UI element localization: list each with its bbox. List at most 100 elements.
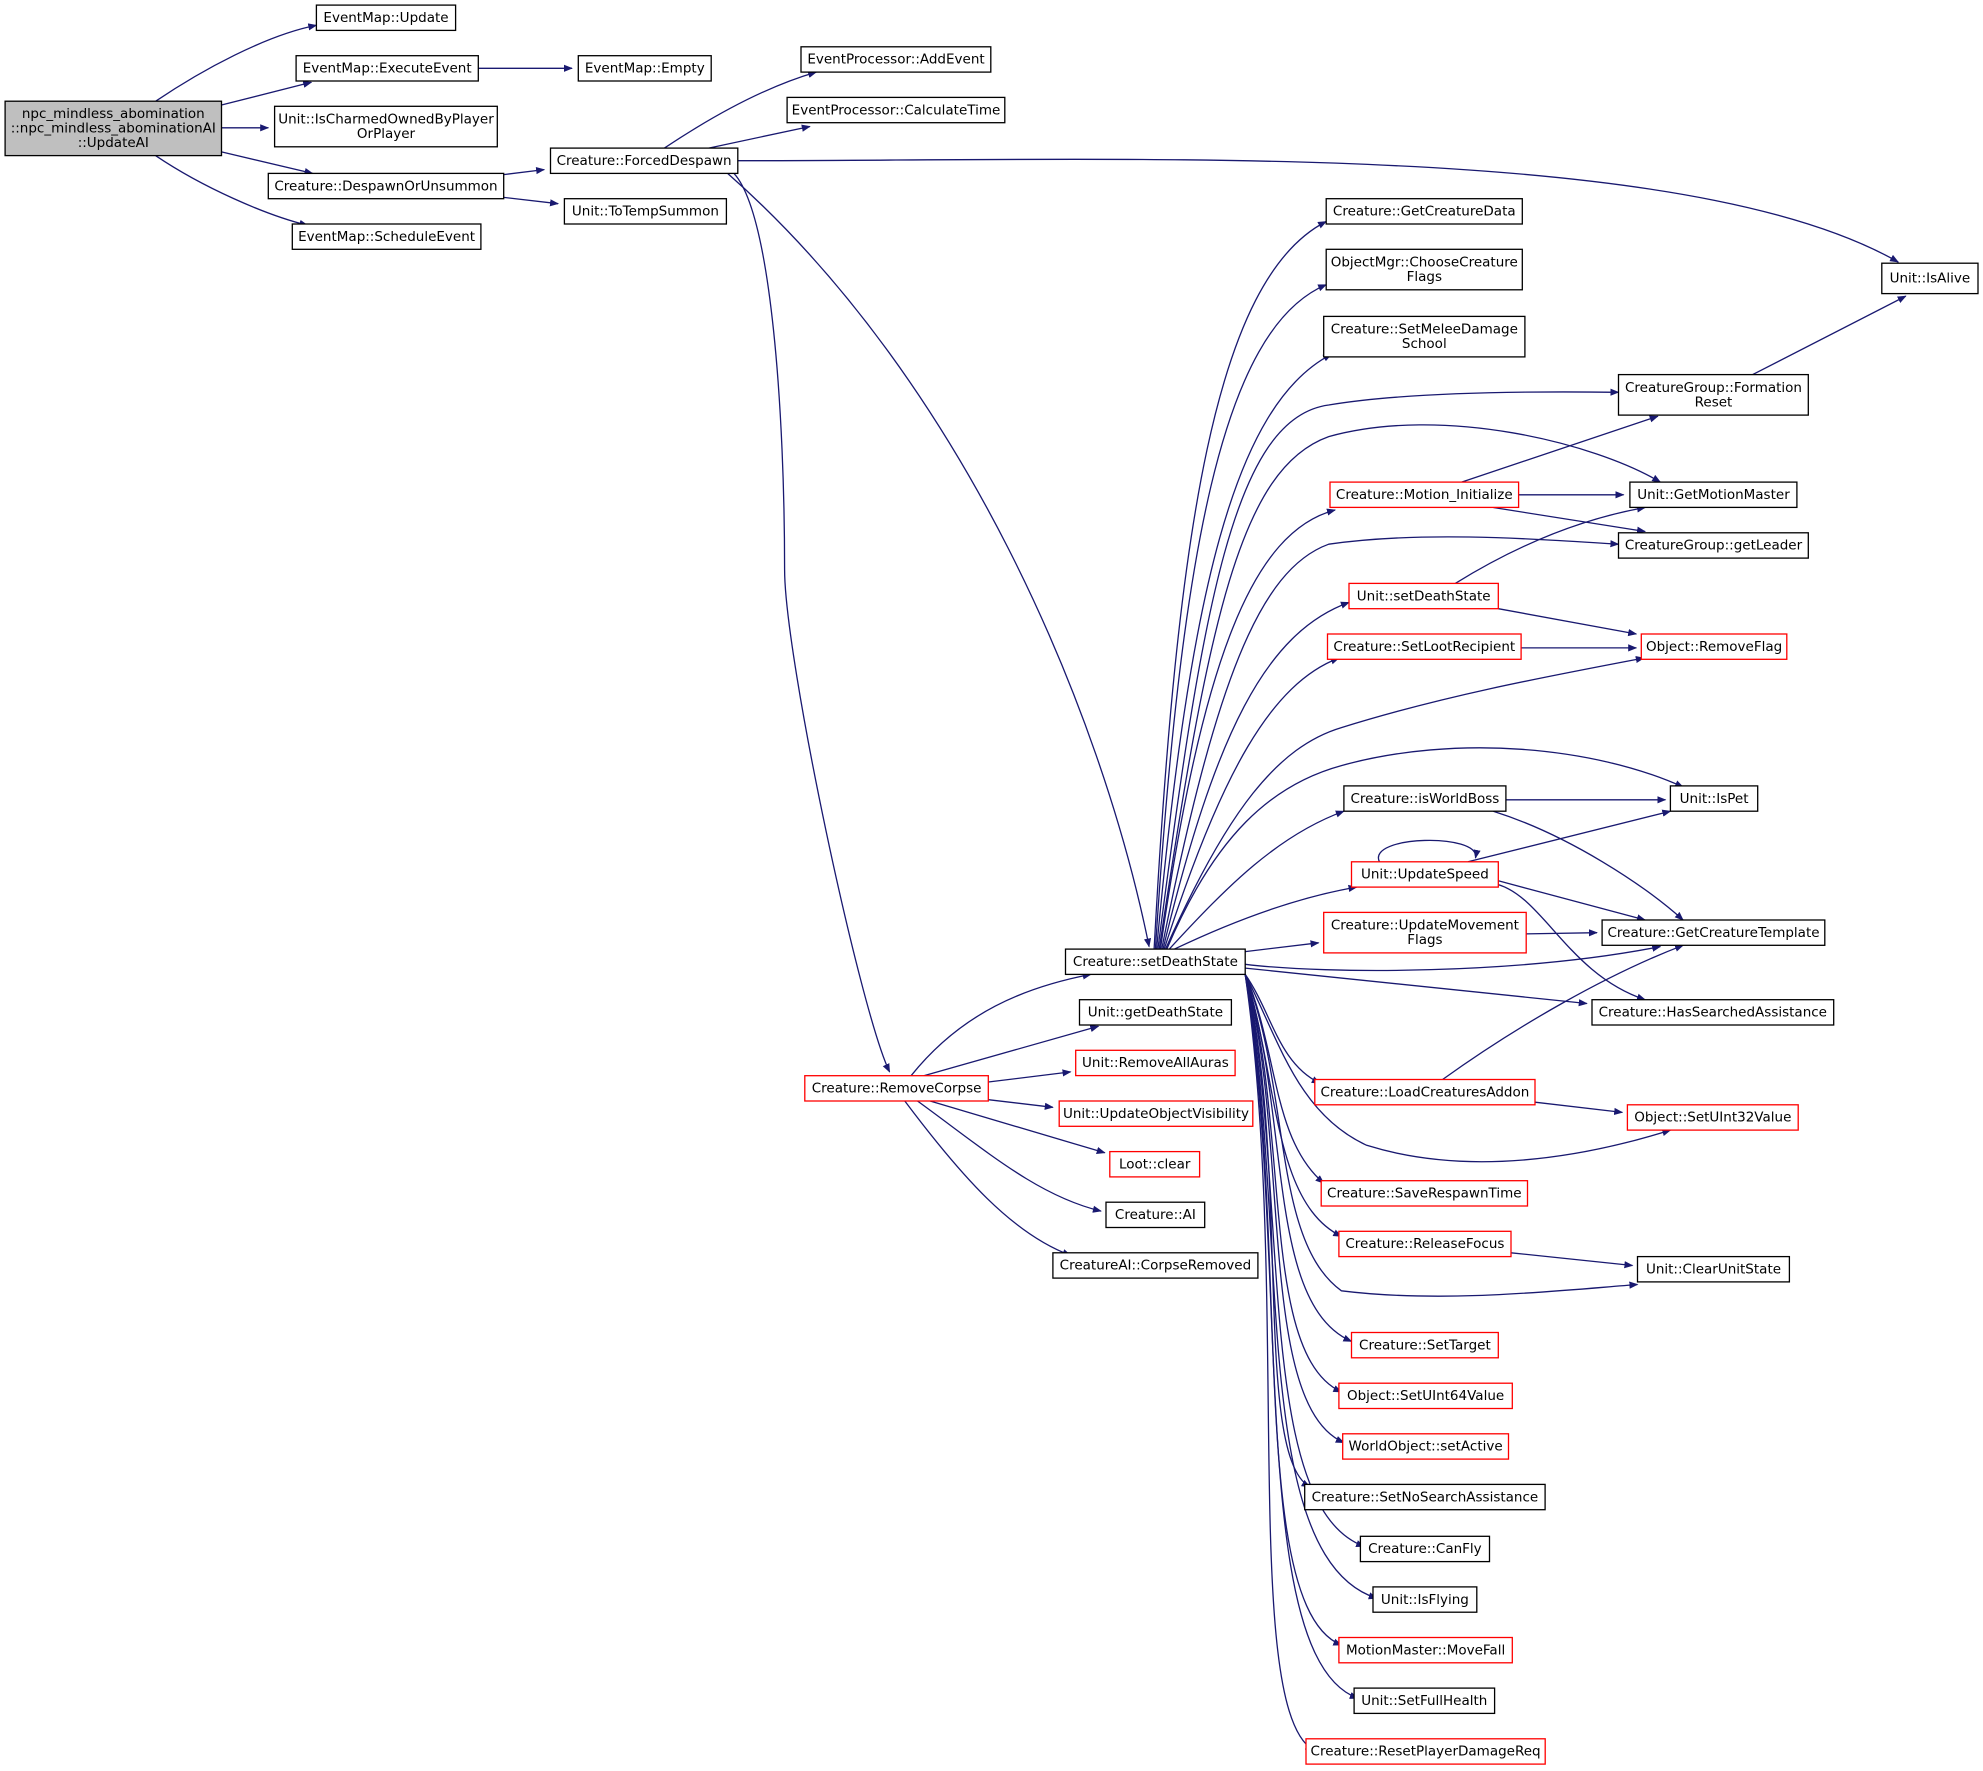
node-c-getdata[interactable]: Creature::GetCreatureData (1325, 198, 1523, 225)
node-label-line: CreatureAI::CorpseRemoved (1060, 1258, 1251, 1274)
node-u-setfullhealth[interactable]: Unit::SetFullHealth (1353, 1687, 1496, 1715)
node-c-ai[interactable]: Creature::AI (1105, 1201, 1206, 1229)
edge-c_despawn-to-c_forced (503, 167, 546, 176)
node-label-line: EventMap::ScheduleEvent (298, 229, 475, 245)
node-box (1105, 1201, 1206, 1229)
node-u-ispet[interactable]: Unit::IsPet (1669, 785, 1759, 812)
edge-c_forced-to-c_setdeath (727, 172, 1152, 948)
node-label-line: Flags (1407, 932, 1442, 948)
node-cai-corpse[interactable]: CreatureAI::CorpseRemoved (1052, 1252, 1259, 1279)
edge-c_despawn-to-u_totemp (503, 196, 559, 207)
node-c-gettemplate[interactable]: Creature::GetCreatureTemplate (1601, 919, 1826, 946)
edge-cg_formreset-to-u_isalive (1752, 295, 1907, 376)
edge-c_setdeath-to-u_updspeed (1174, 884, 1358, 950)
node-label-line: Creature::ResetPlayerDamageReq (1311, 1744, 1541, 1760)
node-u-updspeed[interactable]: Unit::UpdateSpeed (1350, 861, 1499, 888)
edge-c_setdeath-to-wo_setactive (1244, 974, 1345, 1444)
edge-root-to-em_update (155, 23, 318, 102)
node-label-line: Creature::AI (1115, 1207, 1196, 1223)
node-em-update[interactable]: EventMap::Update (315, 4, 457, 32)
node-cg-getleader[interactable]: CreatureGroup::getLeader (1617, 532, 1809, 559)
edge-u_updspeed-to-u_updspeed (1377, 839, 1481, 863)
node-mm-movefall[interactable]: MotionMaster::MoveFall (1338, 1636, 1513, 1664)
node-u-updvis[interactable]: Unit::UpdateObjectVisibility (1058, 1100, 1254, 1127)
node-c-motion[interactable]: Creature::Motion_Initialize (1329, 481, 1520, 509)
node-label-line: Creature::DespawnOrUnsummon (274, 178, 497, 194)
node-u-getdeath[interactable]: Unit::getDeathState (1078, 999, 1233, 1026)
node-root[interactable]: npc_mindless_abomination::npc_mindless_a… (4, 100, 223, 157)
edge-root-to-em_schedule (155, 155, 309, 227)
edge-c_removecorpse-to-c_setdeath (910, 972, 1092, 1077)
node-ep-calc[interactable]: EventProcessor::CalculateTime (786, 96, 1006, 124)
node-c-resetdmg[interactable]: Creature::ResetPlayerDamageReq (1305, 1738, 1546, 1765)
node-c-releasefocus[interactable]: Creature::ReleaseFocus (1338, 1230, 1512, 1258)
edge-u_updspeed-to-c_gettemplate (1498, 880, 1646, 922)
node-c-canfly[interactable]: Creature::CanFly (1359, 1535, 1491, 1563)
node-wo-setactive[interactable]: WorldObject::setActive (1342, 1433, 1510, 1460)
node-label-line: Creature::Motion_Initialize (1336, 487, 1513, 503)
node-c-setnosearch[interactable]: Creature::SetNoSearchAssistance (1304, 1483, 1546, 1511)
node-c-saverespawn[interactable]: Creature::SaveRespawnTime (1320, 1180, 1529, 1207)
node-box (1314, 1078, 1536, 1106)
node-em-schedule[interactable]: EventMap::ScheduleEvent (291, 223, 482, 250)
edge-c_removecorpse-to-cai_corpse (904, 1100, 1072, 1257)
node-o-setuint32[interactable]: Object::SetUInt32Value (1626, 1104, 1799, 1131)
node-label-line: EventMap::Update (323, 10, 448, 26)
call-edges (155, 23, 1907, 1751)
node-box (1881, 262, 1979, 295)
node-label-line: Creature::LoadCreaturesAddon (1320, 1084, 1529, 1100)
node-label-line: EventMap::ExecuteEvent (303, 61, 472, 77)
node-box (291, 223, 482, 250)
node-box (1075, 1049, 1236, 1077)
node-label-line: EventProcessor::CalculateTime (792, 102, 1001, 118)
node-box (1342, 1433, 1510, 1460)
node-o-setuint64[interactable]: Object::SetUInt64Value (1338, 1382, 1513, 1410)
node-em-empty[interactable]: EventMap::Empty (577, 55, 712, 82)
edge-c_worldboss-to-c_gettemplate (1493, 810, 1684, 921)
node-u-isalive[interactable]: Unit::IsAlive (1881, 262, 1979, 295)
node-box (315, 4, 457, 32)
node-box (1350, 1331, 1499, 1359)
node-c-removecorpse[interactable]: Creature::RemoveCorpse (804, 1075, 989, 1102)
node-box (1626, 1104, 1799, 1131)
node-box (1338, 1636, 1513, 1664)
node-em-execute[interactable]: EventMap::ExecuteEvent (295, 55, 479, 82)
node-u-removeauras[interactable]: Unit::RemoveAllAuras (1075, 1049, 1236, 1077)
node-label-line: npc_mindless_abomination (22, 106, 205, 122)
node-c-despawn[interactable]: Creature::DespawnOrUnsummon (267, 172, 505, 200)
node-box (1640, 633, 1788, 660)
node-c-hassearched[interactable]: Creature::HasSearchedAssistance (1591, 999, 1835, 1026)
node-c-forced[interactable]: Creature::ForcedDespawn (549, 147, 739, 175)
node-loot-clear[interactable]: Loot::clear (1109, 1150, 1201, 1178)
node-label-line: Unit::RemoveAllAuras (1082, 1055, 1229, 1071)
node-c-worldboss[interactable]: Creature::isWorldBoss (1343, 785, 1507, 812)
node-box (1323, 911, 1527, 954)
node-c-loadaddon[interactable]: Creature::LoadCreaturesAddon (1314, 1078, 1536, 1106)
edge-c_loadaddon-to-c_gettemplate (1442, 944, 1684, 1081)
edge-u_updspeed-to-c_hassearched (1498, 883, 1646, 1001)
node-c-setloot[interactable]: Creature::SetLootRecipient (1326, 633, 1522, 660)
node-u-clearstate[interactable]: Unit::ClearUnitState (1636, 1255, 1791, 1283)
node-c-setdeath[interactable]: Creature::setDeathState (1064, 948, 1246, 976)
node-o-removeflag[interactable]: Object::RemoveFlag (1640, 633, 1788, 660)
node-ep-add[interactable]: EventProcessor::AddEvent (800, 46, 992, 73)
node-u-isflying[interactable]: Unit::IsFlying (1372, 1586, 1478, 1613)
node-u-totemp[interactable]: Unit::ToTempSummon (563, 198, 728, 225)
node-label-line: Unit::UpdateSpeed (1361, 867, 1489, 883)
node-box (1058, 1100, 1254, 1127)
node-label-line: Creature::SaveRespawnTime (1327, 1186, 1522, 1202)
node-label-line: EventMap::Empty (585, 61, 705, 77)
node-c-settarget[interactable]: Creature::SetTarget (1350, 1331, 1499, 1359)
node-u-getmotion[interactable]: Unit::GetMotionMaster (1629, 481, 1798, 509)
node-u-setdeath[interactable]: Unit::setDeathState (1348, 582, 1499, 610)
edge-c_setdeath-to-om_choose (1154, 284, 1328, 950)
node-box (1323, 315, 1526, 358)
node-box (273, 105, 498, 148)
edge-c_setdeath-to-c_setloot (1163, 657, 1340, 950)
node-label-line: Creature::SetMeleeDamage (1331, 322, 1518, 338)
